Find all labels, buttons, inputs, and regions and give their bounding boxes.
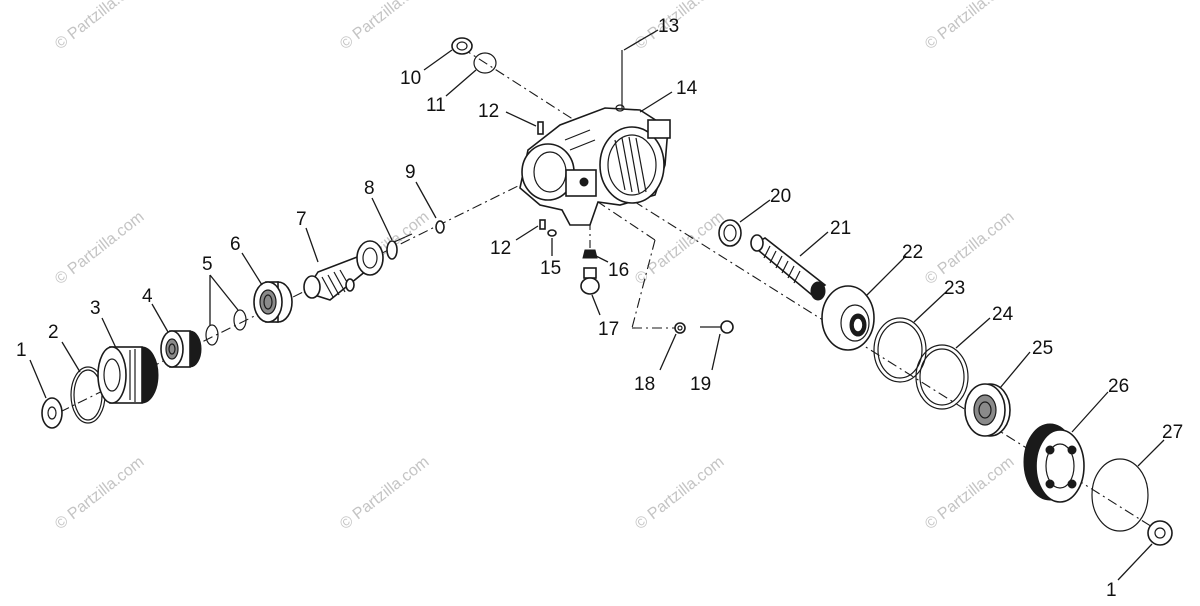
callout-26: 26 <box>1108 376 1129 397</box>
part-25-bearing <box>964 383 1011 437</box>
part-4-bearing <box>160 330 202 368</box>
part-3-bearing-carrier <box>97 346 159 404</box>
callout-18: 18 <box>634 374 655 395</box>
callout-21: 21 <box>830 218 851 239</box>
callout-12-top: 12 <box>478 101 499 122</box>
callout-1-left: 1 <box>16 340 27 361</box>
part-11-o-ring <box>473 52 497 74</box>
part-9-washer <box>435 220 445 234</box>
part-8-pin <box>386 233 413 260</box>
callout-4: 4 <box>142 286 153 307</box>
watermark: © Partzilla.com <box>52 453 147 533</box>
callout-15: 15 <box>540 258 561 279</box>
part-17-drain-screw <box>580 267 600 295</box>
part-18-washer <box>674 322 686 334</box>
part-19-vent-screw <box>700 320 734 334</box>
callout-25: 25 <box>1032 338 1053 359</box>
part-7-pinion-shaft <box>303 240 384 301</box>
part-12-screws <box>537 121 546 230</box>
callout-9: 9 <box>405 162 416 183</box>
callout-22: 22 <box>902 242 923 263</box>
watermark: © Partzilla.com <box>922 0 1017 53</box>
callout-2: 2 <box>48 322 59 343</box>
callout-14: 14 <box>676 78 698 99</box>
callout-12-bottom: 12 <box>490 238 511 259</box>
callout-23: 23 <box>944 278 965 299</box>
watermark: © Partzilla.com <box>922 453 1017 533</box>
part-27-o-ring <box>1091 458 1149 532</box>
callout-27: 27 <box>1162 422 1183 443</box>
watermark: © Partzilla.com <box>632 208 727 288</box>
part-1-washer-right <box>1147 520 1173 546</box>
part-24-shim-ring <box>915 344 969 410</box>
callout-17: 17 <box>598 319 619 340</box>
watermark: © Partzilla.com <box>337 0 432 53</box>
part-16-nut <box>582 249 598 259</box>
callout-20: 20 <box>770 186 791 207</box>
part-10-seal <box>451 37 473 55</box>
callout-24: 24 <box>992 304 1014 325</box>
callout-11: 11 <box>426 95 446 116</box>
part-23-gasket <box>873 317 927 383</box>
callout-3: 3 <box>90 298 101 319</box>
seal-axis-line <box>461 47 583 126</box>
part-5-rings <box>205 309 247 346</box>
part-20-shim <box>718 219 742 247</box>
vent-axis-drop <box>631 239 656 329</box>
part-6-bearing <box>253 281 293 323</box>
part-15-washer <box>547 229 557 237</box>
callout-19: 19 <box>690 374 711 395</box>
callout-1-right: 1 <box>1106 580 1117 601</box>
watermark: © Partzilla.com <box>337 453 432 533</box>
callout-5: 5 <box>202 254 213 275</box>
watermark: © Partzilla.com <box>52 0 147 53</box>
part-26-cover <box>1023 423 1085 503</box>
callout-10: 10 <box>400 68 421 89</box>
watermark: © Partzilla.com <box>632 0 727 53</box>
leader-lines <box>29 29 1165 581</box>
watermark: © Partzilla.com <box>922 208 1017 288</box>
callout-6: 6 <box>230 234 241 255</box>
watermarks: © Partzilla.com © Partzilla.com © Partzi… <box>52 0 1017 533</box>
watermark: © Partzilla.com <box>52 208 147 288</box>
part-1-washer-left <box>41 397 63 429</box>
part-14-gearcase-housing <box>519 104 671 226</box>
callout-8: 8 <box>364 178 375 199</box>
part-21-drive-shaft <box>750 234 827 301</box>
callout-numbers: 1 2 3 4 5 6 7 8 9 10 11 12 13 14 12 15 1… <box>16 16 1183 601</box>
callout-13: 13 <box>658 16 679 37</box>
part-22-flange-gear <box>821 285 875 351</box>
callout-16: 16 <box>608 260 629 281</box>
callout-7: 7 <box>296 209 307 230</box>
watermark: © Partzilla.com <box>632 453 727 533</box>
